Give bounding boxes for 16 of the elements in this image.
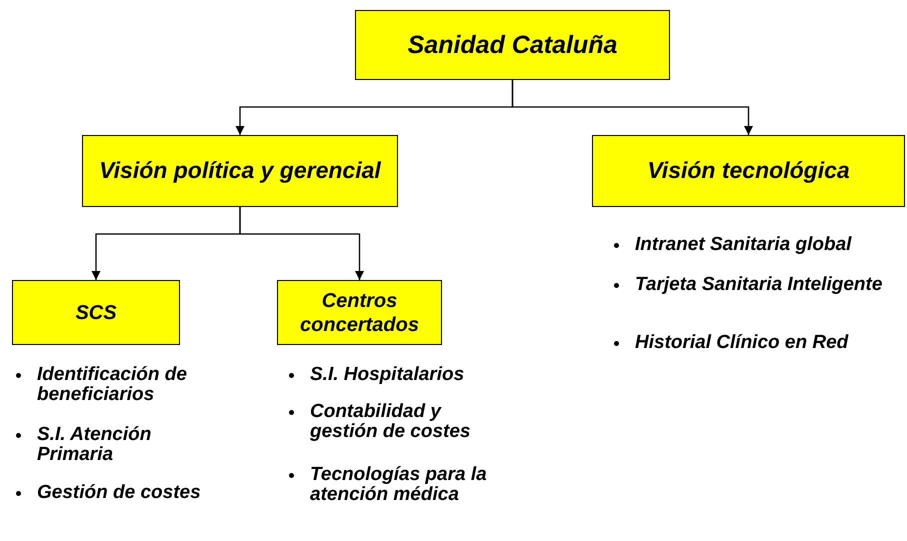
bullet-item-text: Tarjeta Sanitaria Inteligente	[635, 275, 882, 295]
title-box: Sanidad Cataluña	[355, 10, 670, 80]
bullet-item-text: Historial Clínico en Red	[635, 333, 848, 353]
bullet-item-text: Gestión de costes	[37, 483, 201, 503]
connector-arrow	[512, 80, 753, 135]
bullet-item-text: Contabilidad y gestión de costes	[310, 402, 472, 442]
connector-arrow	[239, 207, 364, 280]
title-box: SCS	[12, 280, 180, 345]
title-box: Visión política y gerencial	[82, 135, 398, 207]
title-box: Centros concertados	[277, 280, 442, 345]
bullet-item-text: S.I. Hospitalarios	[310, 365, 464, 385]
bullet-item-text: Tecnologías para la atención médica	[310, 465, 488, 505]
bullet-item-text: Identificación de beneficiarios	[37, 365, 188, 405]
bullet-item-text: S.I. Atención Primaria	[37, 425, 152, 465]
title-box: Visión tecnológica	[592, 135, 905, 207]
bullet-item-text: Intranet Sanitaria global	[635, 235, 852, 255]
